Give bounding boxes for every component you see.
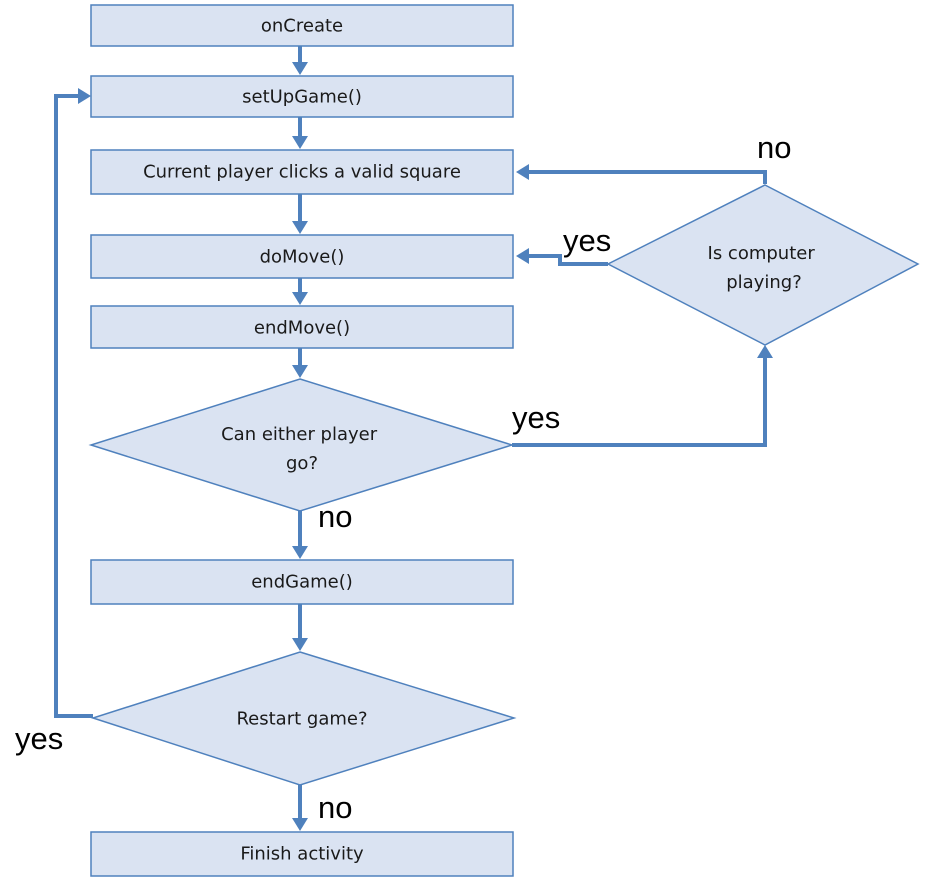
node-label: onCreate: [261, 16, 343, 37]
label-cango-yes: yes: [512, 400, 560, 435]
process-box: [90, 149, 514, 195]
label-restart-no: no: [318, 790, 352, 825]
node-label-line: Can either player: [221, 424, 378, 445]
node-label: endMove(): [254, 318, 350, 339]
arrowhead-cango: [292, 365, 308, 378]
decision-diamond: [606, 184, 920, 346]
node-oncreate: onCreate: [90, 4, 514, 47]
arrowhead-click: [292, 136, 308, 149]
node-label: Can either player go?: [221, 424, 383, 474]
node-can-either-player-go: Can either player go?: [88, 378, 515, 512]
process-box: [90, 305, 514, 349]
node-label-line: go?: [286, 453, 318, 474]
edge-computer-yes-to-domove: [529, 254, 608, 266]
node-label: Current player clicks a valid square: [143, 162, 461, 183]
process-box: [90, 75, 514, 118]
decision-diamond: [90, 651, 517, 786]
arrowhead-endmove: [292, 292, 308, 305]
process-box: [90, 559, 514, 605]
node-do-move: doMove(): [90, 234, 514, 279]
node-label: Finish activity: [240, 844, 364, 865]
edge-labels: no yes yes no yes no: [15, 130, 791, 825]
node-player-clicks: Current player clicks a valid square: [90, 149, 514, 195]
arrowhead-endgame: [292, 546, 308, 559]
arrowhead-click-from-computer: [516, 164, 529, 180]
arrowhead-computer: [757, 345, 773, 358]
label-computer-yes: yes: [563, 223, 611, 258]
node-label: endGame(): [251, 572, 353, 593]
arrowhead-domove: [292, 221, 308, 234]
node-label-line: Is computer: [708, 243, 816, 264]
node-is-computer-playing: Is computer playing?: [606, 184, 920, 346]
label-cango-no: no: [318, 499, 352, 534]
arrowhead-finish: [292, 818, 308, 831]
node-end-game: endGame(): [90, 559, 514, 605]
node-label-line: playing?: [726, 272, 802, 293]
node-label: doMove(): [260, 247, 345, 268]
arrowhead-domove-from-computer: [516, 248, 529, 264]
edges: [54, 46, 773, 831]
arrowhead-restart: [292, 638, 308, 651]
arrowhead-setup: [292, 62, 308, 75]
arrowhead-setup-loop: [78, 88, 91, 104]
edge-cango-yes-to-computer: [512, 358, 767, 447]
edge-computer-no-to-click: [529, 170, 767, 184]
decision-diamond: [88, 378, 515, 512]
node-finish-activity: Finish activity: [90, 831, 514, 877]
node-label: setUpGame(): [242, 87, 362, 108]
label-computer-no: no: [757, 130, 791, 165]
node-label: Restart game?: [236, 709, 367, 730]
node-setup-game: setUpGame(): [90, 75, 514, 118]
process-box: [90, 4, 514, 47]
node-end-move: endMove(): [90, 305, 514, 349]
edge-restart-yes-to-setup: [54, 94, 93, 718]
process-box: [90, 234, 514, 279]
label-restart-yes: yes: [15, 721, 63, 756]
node-restart-game: Restart game?: [90, 651, 517, 786]
node-label: Is computer playing?: [708, 243, 821, 293]
process-box: [90, 831, 514, 877]
